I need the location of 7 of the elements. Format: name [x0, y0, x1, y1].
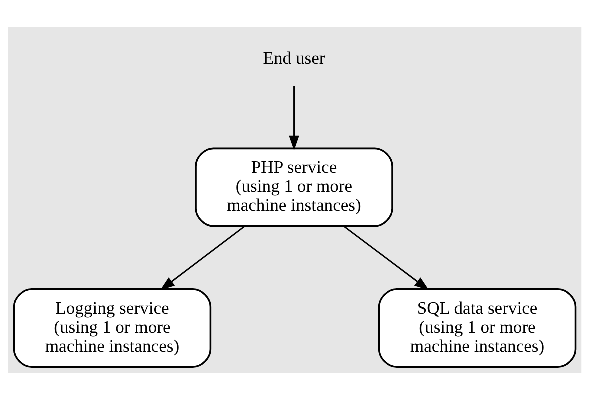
arrow	[160, 226, 246, 291]
node-text: End user	[263, 48, 326, 68]
node-box: Logging service (using 1 or more machine instances)	[13, 288, 212, 368]
arrow	[344, 226, 430, 291]
node-box: PHP service (using 1 or more machine instances)	[195, 148, 394, 228]
node-box: SQL data service (using 1 or more machine instances)	[378, 288, 577, 368]
arrow	[289, 86, 300, 151]
